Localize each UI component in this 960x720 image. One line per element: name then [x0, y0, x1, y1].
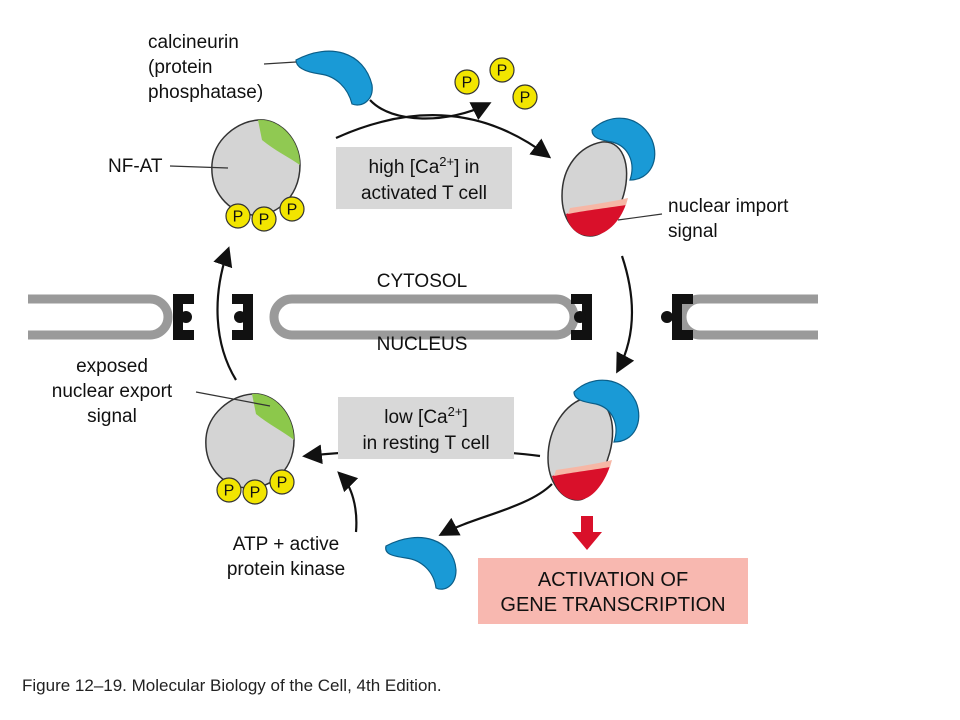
svg-text:P: P — [520, 90, 531, 107]
svg-text:P: P — [224, 483, 235, 500]
nuclear-export-arrow — [213, 246, 237, 381]
nucleus-label: NUCLEUS — [377, 334, 468, 355]
membrane-left-segment — [28, 294, 173, 340]
svg-text:P: P — [233, 209, 244, 226]
low-calcium-box: low [Ca2+] in resting T cell — [338, 397, 514, 459]
nuclear-import-label-line2: signal — [668, 221, 718, 242]
calcineurin-free-bottom — [385, 537, 457, 590]
cytosol-label: CYTOSOL — [377, 271, 467, 292]
nfat-calcineurin-complex-nucleus — [547, 379, 640, 501]
kinase-label-line2: protein kinase — [227, 559, 345, 580]
phosphate-group: P — [269, 469, 295, 495]
svg-text:P: P — [250, 485, 261, 502]
kinase-input-arrow — [337, 471, 359, 533]
activation-red-arrow — [572, 516, 602, 550]
dephosphorylation-arrow — [335, 114, 552, 159]
export-signal-label-line2: nuclear export — [52, 381, 173, 402]
calcineurin-leader-line — [263, 61, 297, 65]
phosphate-group: P — [242, 479, 268, 505]
high-calcium-box: high [Ca2+] in activated T cell — [336, 147, 512, 209]
nfat-calcineurin-complex-cytosol — [561, 117, 656, 237]
phosphate-group: P — [279, 196, 305, 222]
released-phosphate: P — [454, 69, 480, 95]
phosphate-group: P — [216, 477, 242, 503]
nuclear-pore-right — [571, 294, 693, 340]
nuclear-import-leader-line — [617, 213, 663, 221]
nfat-leader-line — [169, 165, 229, 169]
membrane-right-segment — [677, 294, 818, 340]
high-calcium-line1: high [Ca2+] in — [369, 154, 480, 178]
nfat-phosphorylated-cytosol — [211, 119, 301, 217]
svg-text:P: P — [497, 63, 508, 80]
nuclear-envelope — [28, 294, 818, 340]
export-signal-leader-line — [195, 391, 271, 407]
gene-transcription-activation-box: ACTIVATION OF GENE TRANSCRIPTION — [478, 558, 748, 624]
export-signal-label-line1: exposed — [76, 356, 148, 377]
activation-line1: ACTIVATION OF — [538, 569, 688, 591]
phosphate-group: P — [225, 203, 251, 229]
calcineurin-release-arrow — [438, 483, 553, 536]
calcineurin-label-line1: calcineurin — [148, 32, 239, 53]
calcineurin-label-line2: (protein — [148, 57, 212, 78]
svg-text:P: P — [277, 475, 288, 492]
calcineurin-label-line3: phosphatase) — [148, 82, 263, 103]
nuclear-pore-left — [173, 294, 253, 340]
phosphate-group: P — [251, 206, 277, 232]
nfat-label: NF-AT — [108, 156, 163, 177]
kinase-label-line1: ATP + active — [233, 534, 340, 555]
phosphate-release-arrow — [369, 99, 492, 120]
low-calcium-line2: in resting T cell — [362, 433, 489, 454]
export-signal-label-line3: signal — [87, 406, 137, 427]
activation-line2: GENE TRANSCRIPTION — [500, 594, 725, 616]
svg-text:P: P — [462, 75, 473, 92]
svg-text:P: P — [287, 202, 298, 219]
released-phosphate: P — [512, 84, 538, 110]
nuclear-import-label-line1: nuclear import — [668, 196, 789, 217]
low-calcium-line1: low [Ca2+] — [384, 404, 467, 428]
svg-text:P: P — [259, 212, 270, 229]
calcineurin-free-top — [295, 50, 373, 106]
figure-caption: Figure 12–19. Molecular Biology of the C… — [22, 676, 442, 695]
membrane-center-segment — [269, 294, 579, 340]
released-phosphate: P — [489, 57, 515, 83]
nuclear-import-arrow — [616, 255, 635, 374]
high-calcium-line2: activated T cell — [361, 183, 487, 204]
